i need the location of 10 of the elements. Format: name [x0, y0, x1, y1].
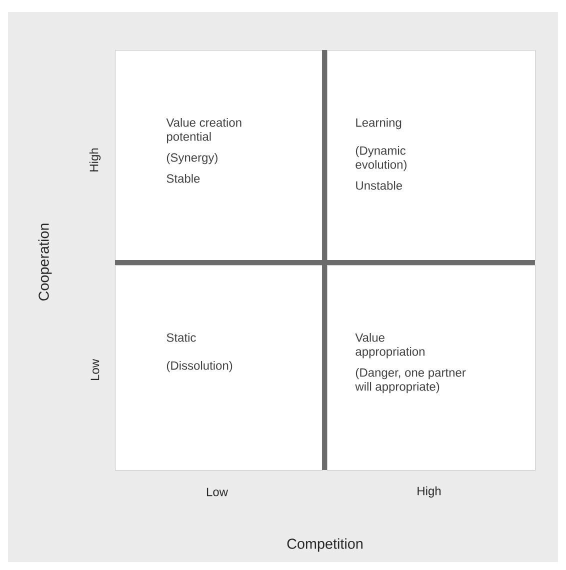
axis-title: Competition	[287, 538, 362, 552]
axis-tick-label: High	[418, 486, 441, 498]
axis-title: Cooperation	[38, 224, 52, 300]
quadrant-cell: Value appropriation (Danger, one partner will appropriate)	[327, 265, 536, 471]
axis-tick-label: Low	[90, 358, 100, 380]
quadrant-cell: Static (Dissolution)	[115, 265, 323, 471]
axis-tick-label: High	[89, 148, 101, 172]
quadrant-cell: Learning (Dynamic evolution) Unstable	[327, 50, 536, 261]
axis-tick-label: Low	[206, 488, 228, 496]
quadrant-cell: Value creation potential (Synergy) Stable	[115, 50, 323, 261]
